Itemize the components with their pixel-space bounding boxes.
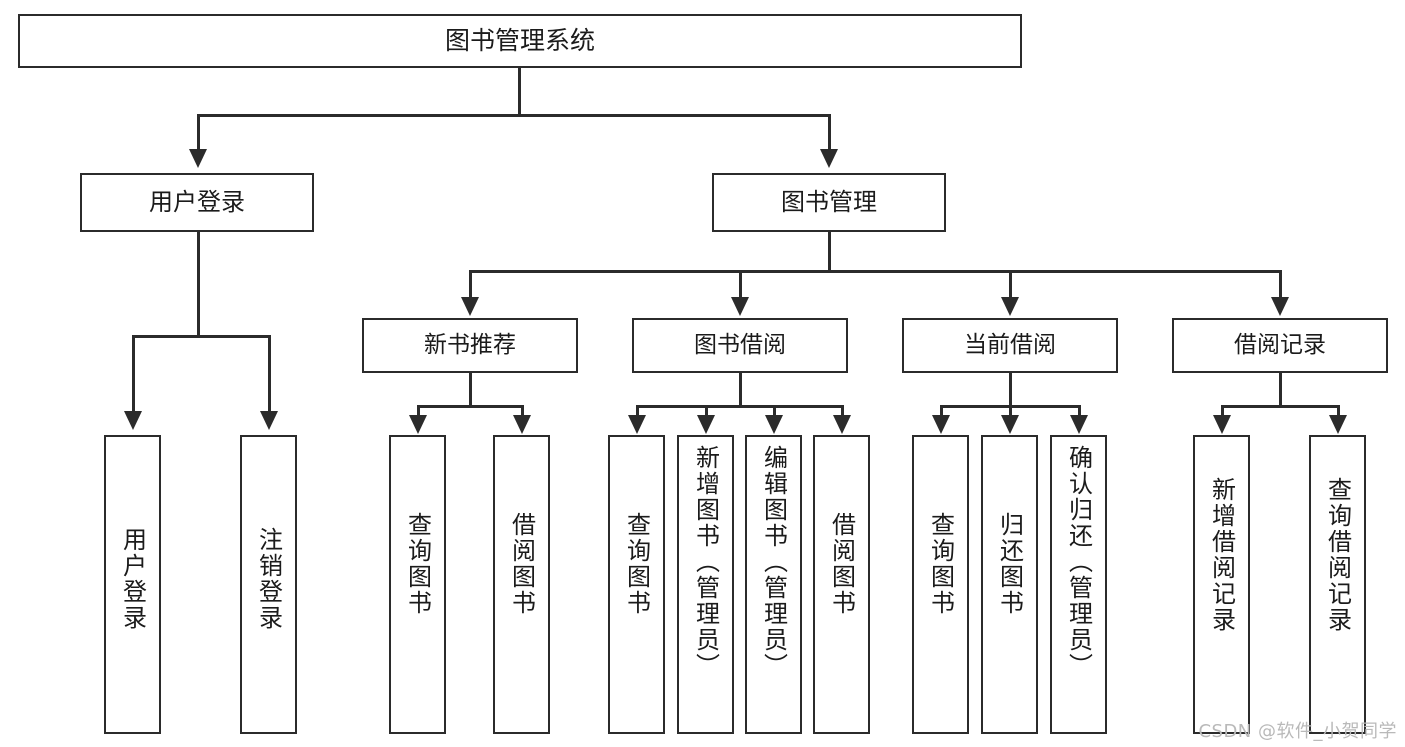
- connector-borrow-record-bus: [1222, 405, 1338, 408]
- leaf-current-borrow-confirm[interactable]: 确认归还（管理员）: [1050, 435, 1107, 734]
- arrow-borrow-record-leaf-2: [1329, 415, 1347, 434]
- arrow-book-borrow-leaf-1: [628, 415, 646, 434]
- leaf-borrow-record-query-label: 查询借阅记录: [1323, 477, 1352, 633]
- leaf-book-borrow-query-label: 查询图书: [622, 512, 651, 616]
- leaf-current-borrow-confirm-label: 确认归还（管理员）: [1064, 445, 1093, 679]
- connector-borrow-record-drop-1: [1221, 405, 1224, 417]
- arrow-book-manage-to-new-book: [461, 297, 479, 316]
- connector-book-borrow-drop-1: [636, 405, 639, 417]
- node-root-system[interactable]: 图书管理系统: [18, 14, 1022, 68]
- leaf-user-login-login-label: 用户登录: [118, 527, 147, 631]
- leaf-book-borrow-add-label: 新增图书（管理员）: [691, 445, 720, 679]
- connector-user-login-drop-1: [132, 335, 135, 413]
- leaf-current-borrow-return-label: 归还图书: [995, 512, 1024, 616]
- connector-root-to-book-manage: [828, 114, 831, 151]
- connector-new-book-drop-1: [417, 405, 420, 417]
- arrow-new-book-leaf-1: [409, 415, 427, 434]
- arrow-root-to-book-manage: [820, 149, 838, 168]
- arrow-book-manage-to-borrow-record: [1271, 297, 1289, 316]
- leaf-book-borrow-add[interactable]: 新增图书（管理员）: [677, 435, 734, 734]
- connector-user-login-drop-2: [268, 335, 271, 413]
- connector-borrow-record-drop-2: [1337, 405, 1340, 417]
- leaf-current-borrow-query-label: 查询图书: [926, 512, 955, 616]
- leaf-book-borrow-edit[interactable]: 编辑图书（管理员）: [745, 435, 802, 734]
- arrow-new-book-leaf-2: [513, 415, 531, 434]
- leaf-user-login-logout-label: 注销登录: [254, 527, 283, 631]
- connector-current-borrow-drop-2: [1009, 405, 1012, 417]
- connector-book-borrow-drop-4: [841, 405, 844, 417]
- connector-book-manage-drop-4: [1279, 270, 1282, 299]
- connector-root-stem: [518, 67, 521, 116]
- leaf-current-borrow-return[interactable]: 归还图书: [981, 435, 1038, 734]
- watermark: CSDN @软件_小贺同学: [1198, 721, 1397, 742]
- node-new-book-recommend[interactable]: 新书推荐: [362, 318, 578, 373]
- arrow-user-login-leaf-1: [124, 411, 142, 430]
- connector-book-borrow-bus: [637, 405, 842, 408]
- connector-new-book-drop-2: [521, 405, 524, 417]
- connector-user-login-bus: [133, 335, 269, 338]
- connector-current-borrow-drop-1: [940, 405, 943, 417]
- node-current-borrow-label: 当前借阅: [964, 332, 1056, 359]
- leaf-borrow-record-query[interactable]: 查询借阅记录: [1309, 435, 1366, 734]
- connector-book-borrow-drop-3: [773, 405, 776, 417]
- leaf-new-book-query[interactable]: 查询图书: [389, 435, 446, 734]
- connector-book-manage-drop-2: [739, 270, 742, 299]
- node-book-manage-label: 图书管理: [781, 187, 877, 216]
- connector-root-bus: [198, 114, 830, 117]
- arrow-current-borrow-leaf-2: [1001, 415, 1019, 434]
- connector-book-manage-bus: [470, 270, 1280, 273]
- connector-book-manage-drop-1: [469, 270, 472, 299]
- connector-book-borrow-stem: [739, 373, 742, 407]
- connector-new-book-stem: [469, 373, 472, 407]
- leaf-book-borrow-edit-label: 编辑图书（管理员）: [759, 445, 788, 679]
- leaf-book-borrow-borrow-label: 借阅图书: [827, 512, 856, 616]
- connector-borrow-record-stem: [1279, 373, 1282, 407]
- leaf-user-login-login[interactable]: 用户登录: [104, 435, 161, 734]
- leaf-new-book-query-label: 查询图书: [403, 512, 432, 616]
- connector-user-login-stem: [197, 232, 200, 337]
- arrow-current-borrow-leaf-1: [932, 415, 950, 434]
- node-book-borrow[interactable]: 图书借阅: [632, 318, 848, 373]
- node-borrow-record-label: 借阅记录: [1234, 332, 1326, 359]
- connector-current-borrow-stem: [1009, 373, 1012, 407]
- connector-book-manage-stem: [828, 232, 831, 273]
- arrow-current-borrow-leaf-3: [1070, 415, 1088, 434]
- connector-current-borrow-drop-3: [1078, 405, 1081, 417]
- connector-new-book-bus: [418, 405, 522, 408]
- node-user-login[interactable]: 用户登录: [80, 173, 314, 232]
- leaf-borrow-record-add-label: 新增借阅记录: [1207, 477, 1236, 633]
- arrow-book-manage-to-current-borrow: [1001, 297, 1019, 316]
- leaf-book-borrow-borrow[interactable]: 借阅图书: [813, 435, 870, 734]
- connector-root-to-user-login: [197, 114, 200, 151]
- arrow-root-to-user-login: [189, 149, 207, 168]
- leaf-current-borrow-query[interactable]: 查询图书: [912, 435, 969, 734]
- node-borrow-record[interactable]: 借阅记录: [1172, 318, 1388, 373]
- arrow-book-manage-to-book-borrow: [731, 297, 749, 316]
- arrow-user-login-leaf-2: [260, 411, 278, 430]
- arrow-borrow-record-leaf-1: [1213, 415, 1231, 434]
- node-book-borrow-label: 图书借阅: [694, 332, 786, 359]
- arrow-book-borrow-leaf-2: [697, 415, 715, 434]
- node-user-login-label: 用户登录: [149, 187, 245, 216]
- node-current-borrow[interactable]: 当前借阅: [902, 318, 1118, 373]
- node-root-system-label: 图书管理系统: [444, 25, 595, 55]
- leaf-borrow-record-add[interactable]: 新增借阅记录: [1193, 435, 1250, 734]
- leaf-book-borrow-query[interactable]: 查询图书: [608, 435, 665, 734]
- node-new-book-recommend-label: 新书推荐: [424, 332, 516, 359]
- connector-book-borrow-drop-2: [705, 405, 708, 417]
- arrow-book-borrow-leaf-4: [833, 415, 851, 434]
- connector-book-manage-drop-3: [1009, 270, 1012, 299]
- leaf-user-login-logout[interactable]: 注销登录: [240, 435, 297, 734]
- leaf-new-book-borrow-label: 借阅图书: [507, 512, 536, 616]
- node-book-manage[interactable]: 图书管理: [712, 173, 946, 232]
- leaf-new-book-borrow[interactable]: 借阅图书: [493, 435, 550, 734]
- arrow-book-borrow-leaf-3: [765, 415, 783, 434]
